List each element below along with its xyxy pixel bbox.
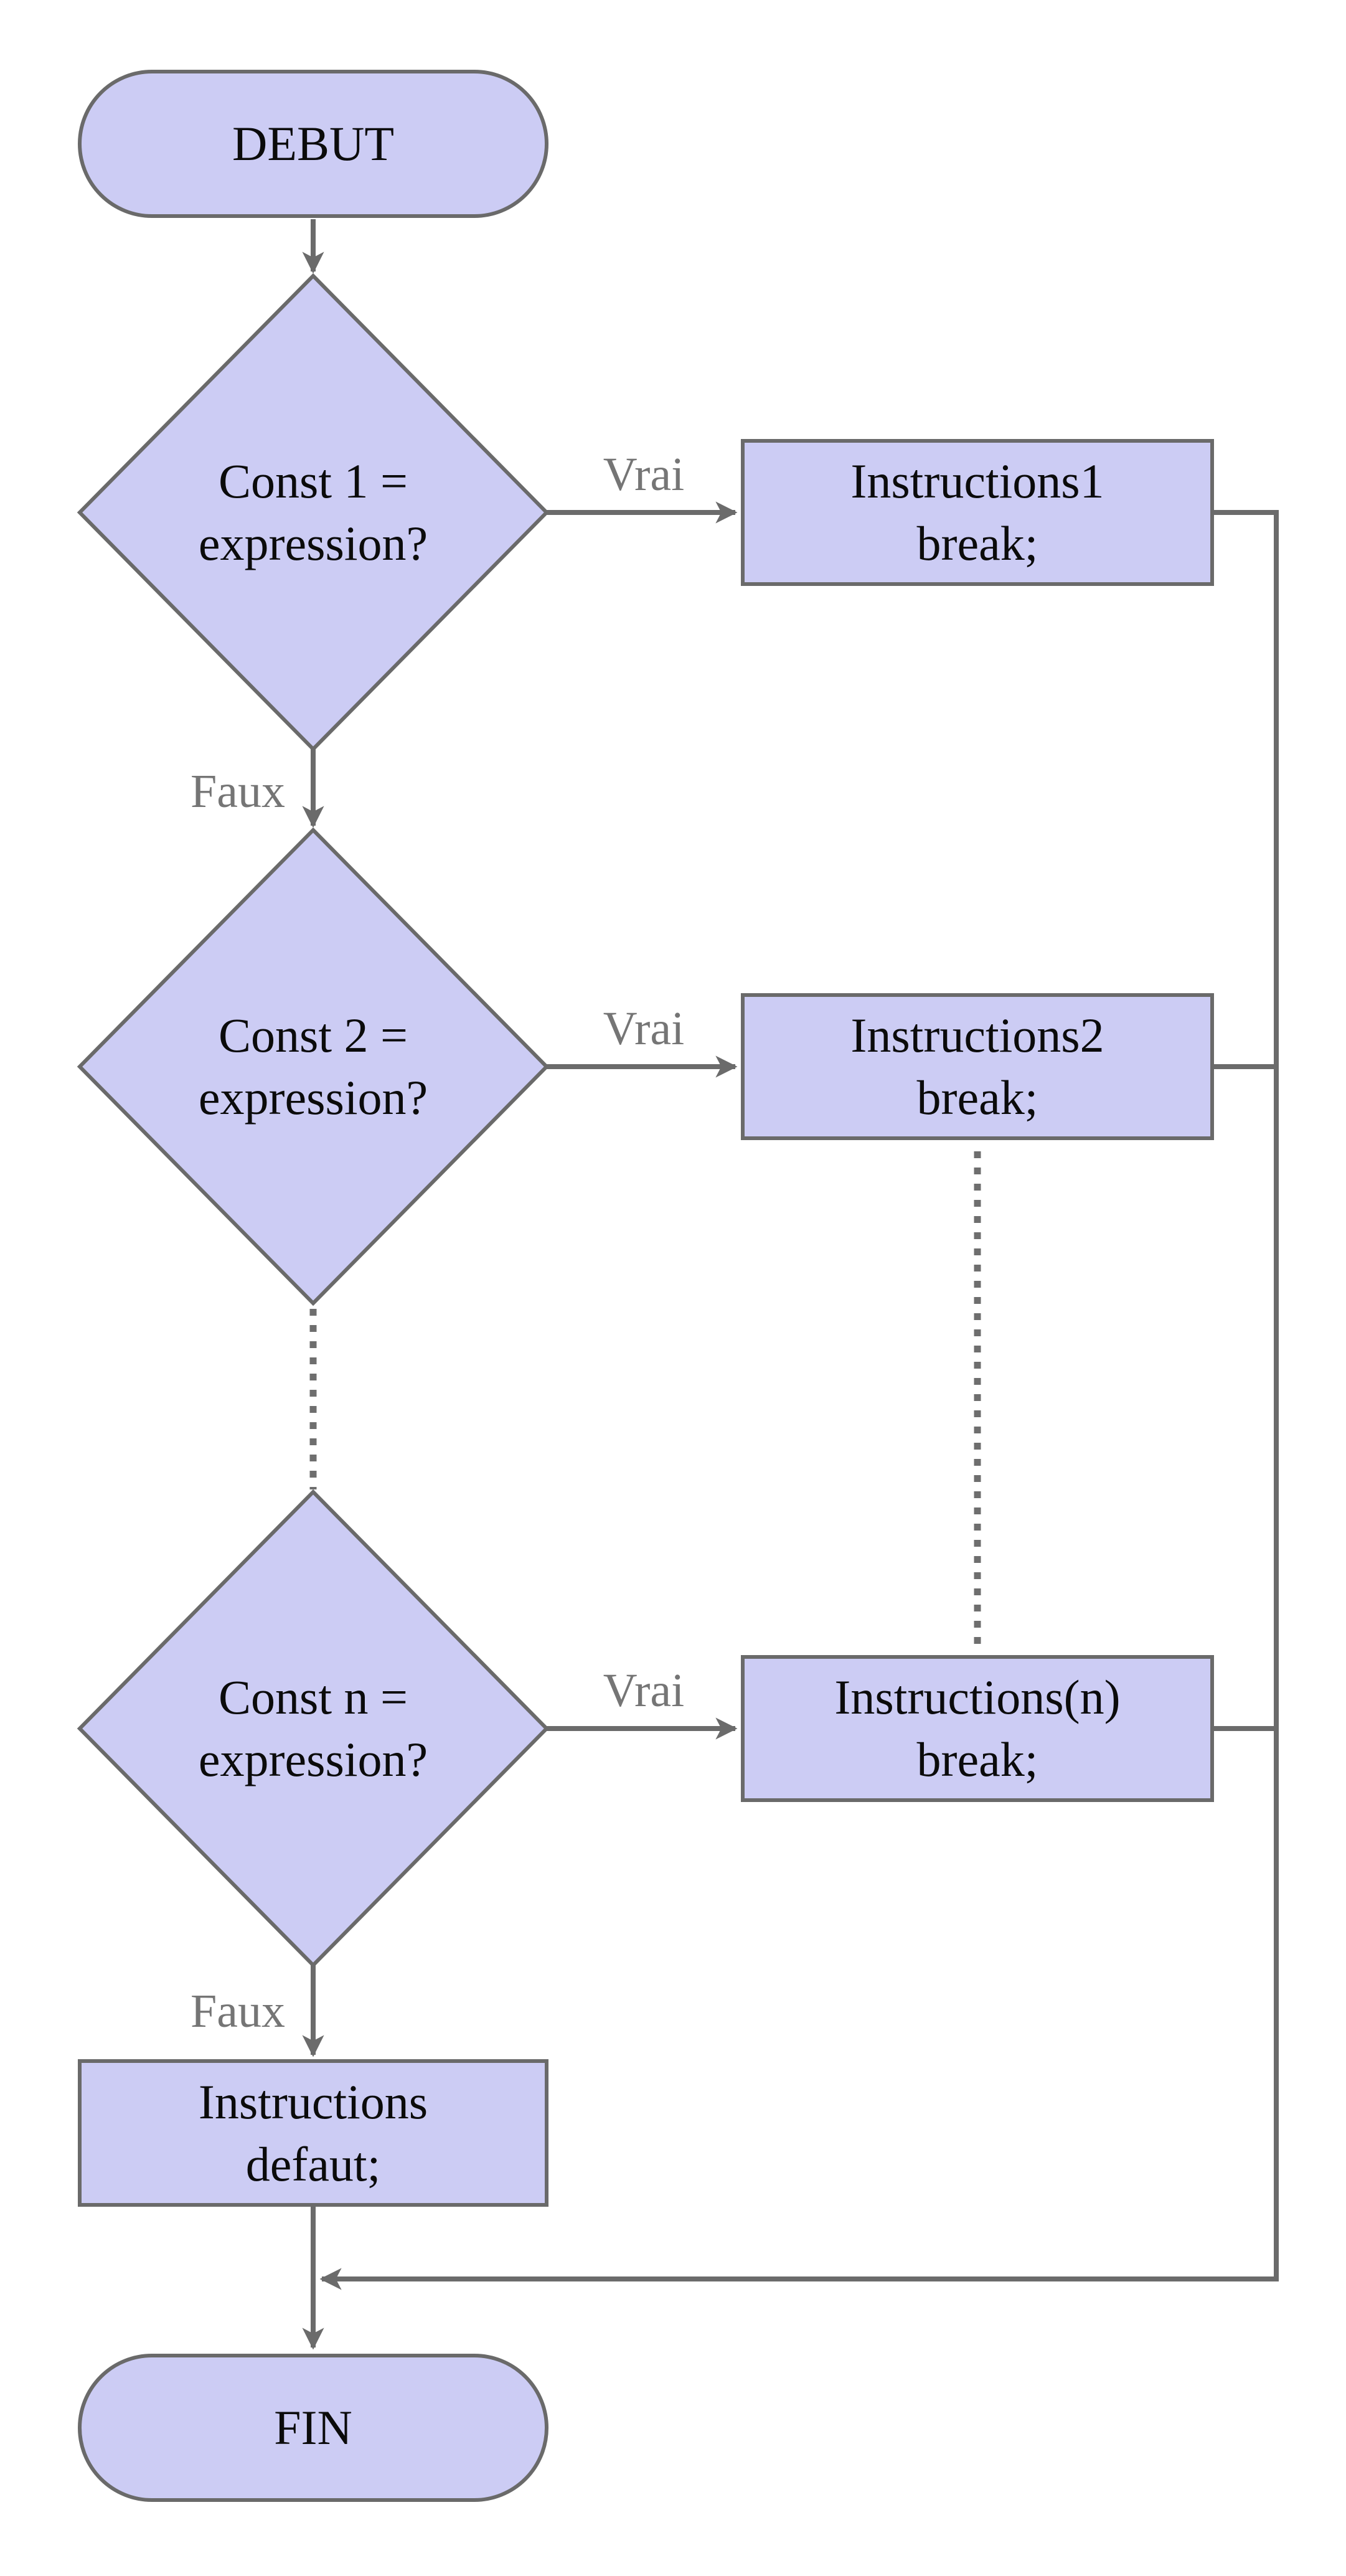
vrai-label-3: Vrai bbox=[603, 1664, 685, 1717]
action1-line1: Instructions1 bbox=[850, 454, 1104, 508]
vrai-label-2: Vrai bbox=[603, 1003, 685, 1055]
decision3-line1: Const n = bbox=[218, 1670, 408, 1724]
action1-node: Instructions1 break; bbox=[741, 439, 1214, 586]
decision1-text: Const 1 = expression? bbox=[199, 450, 428, 575]
decision1-line1: Const 1 = bbox=[218, 454, 408, 508]
decision3-line2: expression? bbox=[198, 1732, 428, 1786]
default-action-node: Instructions defaut; bbox=[78, 2059, 548, 2207]
start-node: DEBUT bbox=[78, 70, 548, 218]
action2-line1: Instructions2 bbox=[850, 1008, 1104, 1062]
edge-actions-merge-line bbox=[319, 510, 1279, 2290]
faux-label-2: Faux bbox=[191, 1985, 285, 2037]
action2-node: Instructions2 break; bbox=[741, 993, 1214, 1140]
action3-line1: Instructions(n) bbox=[834, 1670, 1121, 1724]
vrai-label-1: Vrai bbox=[603, 448, 685, 501]
end-node: FIN bbox=[78, 2354, 548, 2502]
decision3-text: Const n = expression? bbox=[199, 1666, 428, 1791]
default-action-line1: Instructions bbox=[198, 2074, 428, 2129]
default-action-line2: defaut; bbox=[245, 2136, 381, 2191]
decision1-line2: expression? bbox=[198, 516, 428, 570]
action1-line2: break; bbox=[916, 516, 1038, 570]
action2-line2: break; bbox=[916, 1070, 1038, 1125]
decision2-text: Const 2 = expression? bbox=[199, 1004, 428, 1129]
action3-line2: break; bbox=[916, 1732, 1038, 1786]
action3-node: Instructions(n) break; bbox=[741, 1655, 1214, 1802]
start-node-label: DEBUT bbox=[232, 116, 394, 171]
decision2-line1: Const 2 = bbox=[218, 1008, 408, 1062]
decision2-line2: expression? bbox=[198, 1070, 428, 1125]
faux-label-1: Faux bbox=[191, 765, 285, 818]
end-node-label: FIN bbox=[274, 2400, 352, 2455]
decision2-shape bbox=[77, 827, 550, 1306]
